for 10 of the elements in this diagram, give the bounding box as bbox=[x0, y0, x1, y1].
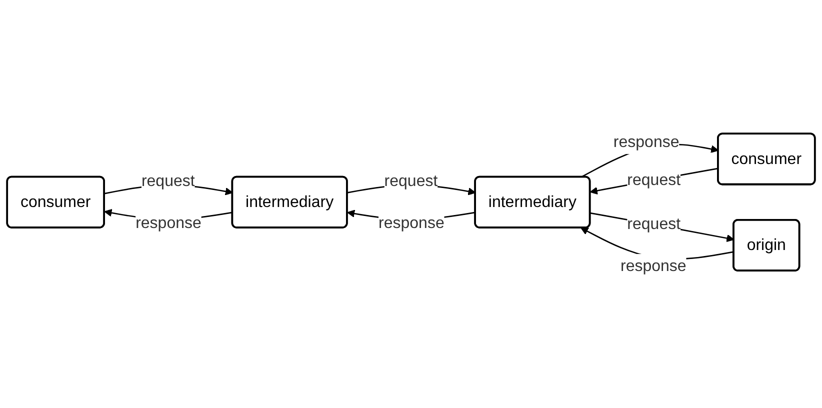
arrow bbox=[590, 212, 734, 242]
edge-label: request bbox=[141, 172, 195, 190]
edge-label: request bbox=[627, 214, 681, 233]
edge-label: request bbox=[384, 172, 438, 190]
edge-label: response bbox=[620, 256, 686, 274]
edge-label: response bbox=[378, 214, 444, 232]
edge-label: response bbox=[613, 132, 680, 151]
edge-label: response bbox=[136, 214, 202, 232]
arrow bbox=[590, 168, 718, 195]
edge-label: request bbox=[627, 170, 681, 188]
